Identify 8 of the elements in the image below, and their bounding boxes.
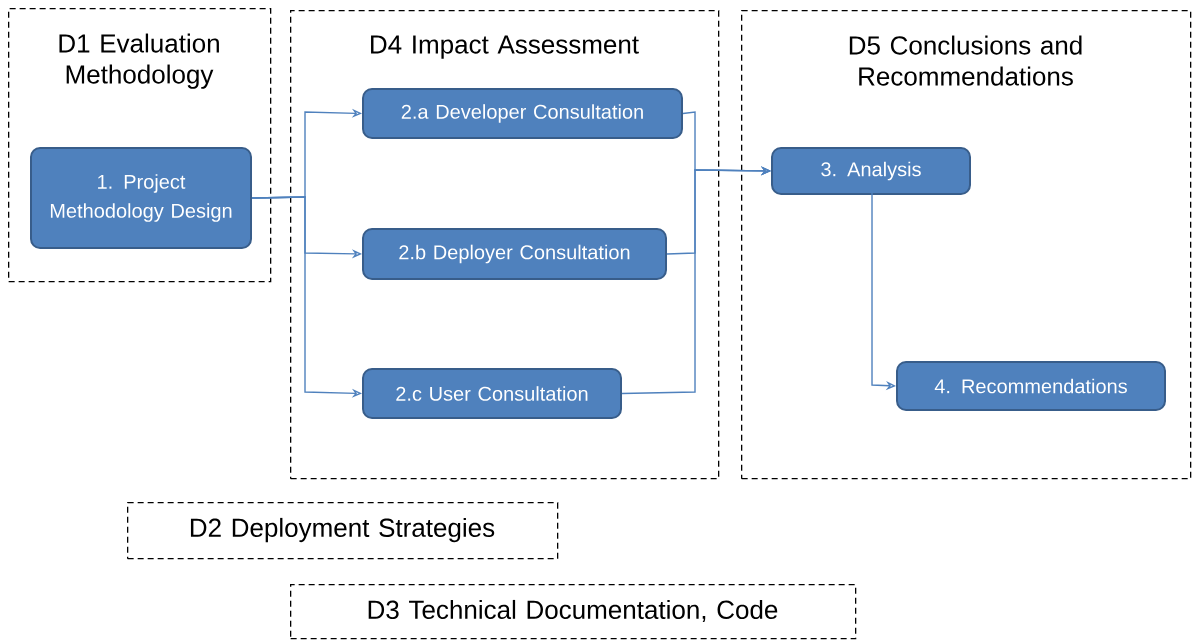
deliverable-frame: D3 Technical Documentation, Code [290, 584, 857, 640]
process-box: 2.a Developer Consultation [362, 88, 683, 139]
process-box: 3. Analysis [771, 147, 971, 195]
process-box: 2.c User Consultation [362, 368, 622, 419]
process-box: 1. Project Methodology Design [30, 147, 252, 249]
deliverable-frame: D2 Deployment Strategies [127, 502, 559, 560]
process-box: 2.b Deployer Consultation [362, 228, 667, 280]
process-box: 4. Recommendations [896, 361, 1166, 411]
